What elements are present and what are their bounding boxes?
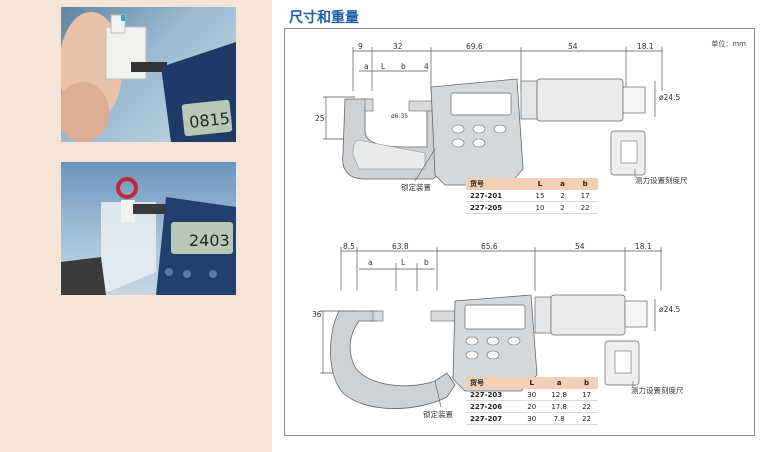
cell-l: 10 <box>527 201 553 214</box>
product-photo-bottom: 2403 <box>61 162 236 295</box>
cell-l: 20 <box>520 400 544 413</box>
product-photo-top: 0815 <box>61 7 236 142</box>
table-row: 227-206 20 17.8 22 <box>466 400 598 413</box>
cell-part-no: 227-207 <box>466 412 521 425</box>
d2-right-dim: ø24.5 <box>659 305 681 314</box>
table-row: 227-203 30 12.8 17 <box>466 389 598 401</box>
d2-gauge-label: 测力设置刻度尺 <box>631 386 684 395</box>
cell-a: 7.8 <box>543 412 576 425</box>
d1-lock-label: 锁定装置 <box>401 183 431 192</box>
d1-dim-3: 69.6 <box>466 42 483 51</box>
header-b: b <box>575 377 598 389</box>
d1-sub-a: a <box>364 62 369 71</box>
d1-dim-2: 32 <box>393 42 403 51</box>
unit-label: 单位：mm <box>711 40 746 48</box>
d1-left-dim: 25 <box>315 114 325 123</box>
d2-dim-2: 63.8 <box>392 242 409 251</box>
cell-l: 30 <box>520 389 544 401</box>
cell-part-no: 227-201 <box>466 190 528 202</box>
cell-l: 15 <box>527 190 553 202</box>
d1-spindle-dim: ø6.35 <box>391 113 409 120</box>
header-l: L <box>520 377 544 389</box>
section-title: 尺寸和重量 <box>289 10 359 26</box>
cell-part-no: 227-206 <box>466 400 521 413</box>
cell-a: 17.8 <box>543 400 576 413</box>
display-reading-bottom: 2403 <box>189 231 230 250</box>
d1-gauge-label: 测力设置刻度尺 <box>635 176 688 185</box>
d2-sub-a: a <box>368 258 373 267</box>
spec-table-1: 货号 L a b 227-201 15 2 17 227-205 10 2 22 <box>466 178 598 214</box>
d2-dim-3: 65.6 <box>481 242 498 251</box>
d1-sub-l: L <box>381 62 386 71</box>
table-header-row: 货号 L a b <box>466 178 598 190</box>
header-a: a <box>552 178 573 190</box>
cell-b: 22 <box>575 412 598 425</box>
d1-dim-1: 9 <box>358 42 363 51</box>
header-part-no: 货号 <box>466 377 521 389</box>
d2-dim-5: 18.1 <box>635 242 652 251</box>
left-panel: 0815 2403 <box>0 0 272 452</box>
d2-sub-l: L <box>401 258 406 267</box>
display-reading-top: 0815 <box>188 109 230 132</box>
table-row: 227-201 15 2 17 <box>466 190 598 202</box>
d1-right-dim: ø24.5 <box>659 93 681 102</box>
header-a: a <box>543 377 576 389</box>
d2-left-dim: 36 <box>312 310 322 319</box>
d1-dim-4: 54 <box>568 42 578 51</box>
cell-a: 2 <box>552 201 573 214</box>
cell-a: 12.8 <box>543 389 576 401</box>
header-l: L <box>527 178 553 190</box>
d1-dim-5: 18.1 <box>637 42 654 51</box>
header-part-no: 货号 <box>466 178 528 190</box>
d1-sub-4: 4 <box>424 62 429 71</box>
d2-dim-1: 8.5 <box>343 242 355 251</box>
drawing-1-svg <box>323 47 663 186</box>
cell-b: 17 <box>575 389 598 401</box>
d1-sub-b: b <box>401 62 406 71</box>
d2-dim-4: 54 <box>575 242 585 251</box>
table-row: 227-205 10 2 22 <box>466 201 598 214</box>
table-header-row: 货号 L a b <box>466 377 598 389</box>
cell-l: 30 <box>520 412 544 425</box>
spec-table-2: 货号 L a b 227-203 30 12.8 17 227-206 20 1… <box>466 377 598 425</box>
cell-b: 22 <box>572 201 598 214</box>
cell-b: 17 <box>572 190 598 202</box>
cell-part-no: 227-203 <box>466 389 521 401</box>
d2-lock-label: 锁定装置 <box>423 410 453 419</box>
cell-b: 22 <box>575 400 598 413</box>
header-b: b <box>572 178 598 190</box>
micrometer-photo-top-illustration: 0815 <box>61 12 236 142</box>
cell-part-no: 227-205 <box>466 201 528 214</box>
d2-sub-b: b <box>424 258 429 267</box>
cell-a: 2 <box>552 190 573 202</box>
dimension-drawing-frame: 单位：mm <box>284 28 755 436</box>
micrometer-photo-bottom-illustration: 2403 <box>61 177 236 295</box>
table-row: 227-207 30 7.8 22 <box>466 412 598 425</box>
drawing-2-svg <box>320 247 662 409</box>
